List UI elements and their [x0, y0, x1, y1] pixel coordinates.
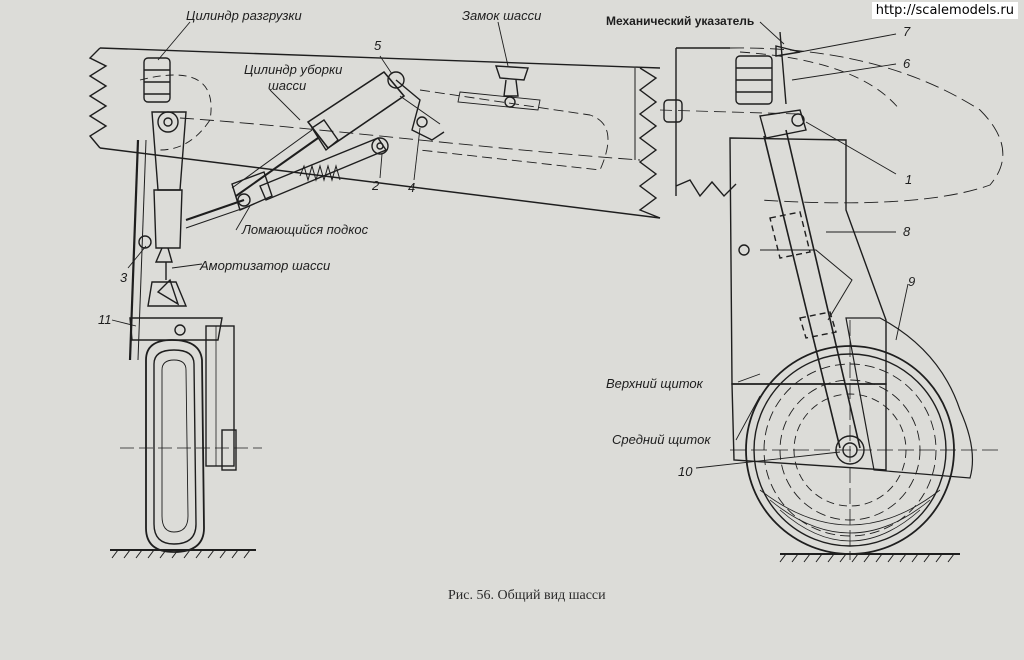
label-middle-flap: Средний щиток — [612, 432, 711, 447]
right-break-line — [638, 67, 661, 219]
label-retract-cylinder-2: шасси — [268, 78, 307, 93]
label-unload-cylinder: Цилиндр разгрузки — [186, 8, 302, 23]
label-folding-strut: Ломающийся подкос — [242, 222, 369, 237]
callout-5: 5 — [374, 38, 382, 53]
left-wheel — [110, 325, 262, 559]
label-gear-lock: Замок шасси — [462, 8, 542, 23]
callout-1: 1 — [905, 172, 913, 187]
label-mechanical-indicator: Механический указатель — [606, 14, 755, 28]
label-shock-absorber: Амортизатор шасси — [200, 258, 331, 273]
main-strut — [128, 111, 223, 361]
callout-7: 7 — [903, 24, 911, 39]
left-wing-section — [88, 47, 661, 219]
callout-2: 2 — [372, 178, 380, 193]
right-wheel — [730, 320, 1000, 563]
figure-caption: Рис. 56. Общий вид шасси — [448, 588, 606, 603]
callout-4: 4 — [408, 180, 416, 195]
label-retract-cylinder-1: Цилиндр уборки — [244, 62, 343, 77]
callout-8: 8 — [903, 224, 911, 239]
right-wing-section — [675, 47, 1004, 204]
lower-flap-shape — [845, 317, 974, 479]
folding-strut — [185, 137, 389, 229]
left-leader-lines — [111, 21, 509, 327]
right-strut — [659, 31, 861, 449]
callout-10: 10 — [678, 464, 693, 479]
callout-3: 3 — [120, 270, 128, 285]
callout-9: 9 — [908, 274, 916, 289]
left-break-line — [88, 47, 108, 149]
middle-flap-shape — [731, 383, 887, 471]
callout-6: 6 — [903, 56, 911, 71]
unload-cylinder — [143, 57, 171, 103]
right-leader-lines — [695, 21, 909, 469]
label-upper-flap: Верхний щиток — [606, 376, 703, 391]
callout-11: 11 — [98, 312, 112, 327]
watermark-url: http://scalemodels.ru — [871, 2, 1018, 19]
retract-cylinder — [231, 70, 445, 197]
gear-lock — [457, 65, 541, 111]
